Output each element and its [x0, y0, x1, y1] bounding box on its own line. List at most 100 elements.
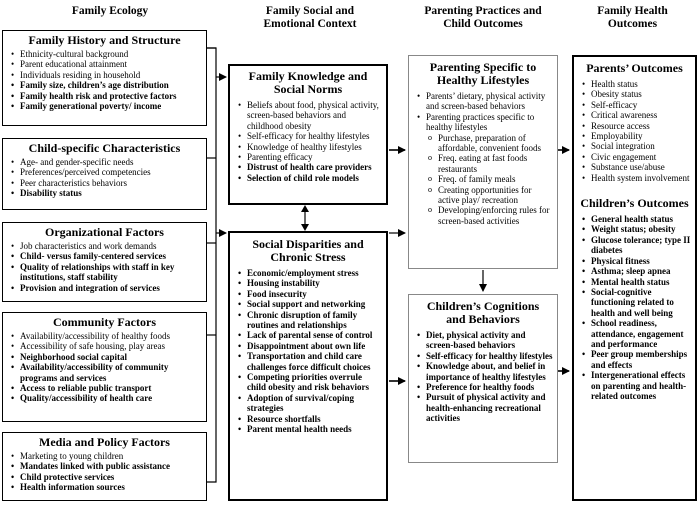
sub-list-item: Creating opportunities for active play/ …	[428, 185, 553, 206]
list-item: Selection of child role models	[238, 173, 382, 184]
list-item: Intergenerational effects on parenting a…	[582, 370, 691, 401]
list-item: Quality/accessibility of health care	[11, 393, 202, 404]
child-specific-title: Child-specific Characteristics	[28, 141, 181, 155]
list-item: Self-efficacy for healthy lifestyles	[238, 131, 382, 142]
list-item: Parent mental health needs	[238, 424, 382, 435]
list-item: Diet, physical activity and screen-based…	[417, 330, 553, 351]
organizational-box: Organizational Factors Job characteristi…	[2, 222, 207, 302]
list-item: Family size, children’s age distribution	[11, 80, 202, 91]
list-item: Distrust of health care providers	[238, 162, 382, 173]
list-item: Social integration	[582, 141, 691, 152]
list-item: Provision and integration of services	[11, 283, 202, 294]
list-item: Housing instability	[238, 278, 382, 289]
list-item: Preferences/perceived competencies	[11, 167, 202, 178]
family-knowledge-title-line2: Social Norms	[273, 82, 343, 96]
community-title: Community Factors	[53, 315, 156, 329]
list-item: Self-efficacy	[582, 100, 691, 111]
list-item: Disappointment about own life	[238, 341, 382, 352]
media-policy-list: Marketing to young childrenMandates link…	[7, 451, 202, 493]
list-item: Job characteristics and work demands	[11, 241, 202, 252]
list-item: Economic/employment stress	[238, 268, 382, 279]
list-item: Social support and networking	[238, 299, 382, 310]
header-parenting-practices-line1: Parenting Practices and	[424, 5, 542, 17]
list-item: Family generational poverty/ income	[11, 101, 202, 112]
list-item: Peer characteristics behaviors	[11, 178, 202, 189]
list-item: Knowledge about, and belief in importanc…	[417, 361, 553, 382]
parenting-lifestyles-title-line2: Healthy Lifestyles	[436, 73, 530, 87]
list-item: Adoption of survival/coping strategies	[238, 393, 382, 414]
family-history-list: Ethnicity-cultural backgroundParent educ…	[7, 49, 202, 112]
list-item: Age- and gender-specific needs	[11, 157, 202, 168]
children-cognitions-list: Diet, physical activity and screen-based…	[413, 330, 553, 424]
list-item: Neighborhood social capital	[11, 352, 202, 363]
social-disparities-list: Economic/employment stressHousing instab…	[234, 268, 382, 435]
list-item: General health status	[582, 214, 691, 225]
list-item: Civic engagement	[582, 152, 691, 163]
child-specific-box: Child-specific Characteristics Age- and …	[2, 138, 207, 210]
left-bracket-line	[207, 47, 217, 483]
social-disparities-title-line2: Chronic Stress	[270, 250, 346, 264]
list-item: Preference for healthy foods	[417, 382, 553, 393]
list-item: Accessibility of safe housing, play area…	[11, 341, 202, 352]
header-family-ecology: Family Ecology	[30, 5, 190, 18]
family-history-title: Family History and Structure	[28, 33, 181, 47]
list-item: Transportation and child care challenges…	[238, 351, 382, 372]
header-family-ecology-text: Family Ecology	[71, 5, 149, 17]
family-knowledge-box: Family Knowledge and Social Norms Belief…	[228, 64, 388, 205]
children-cognitions-title-line2: and Behaviors	[446, 312, 520, 326]
list-item: Mental health status	[582, 277, 691, 288]
list-item: Access to reliable public transport	[11, 383, 202, 394]
header-family-health-line1: Family Health	[597, 5, 668, 17]
social-disparities-box: Social Disparities and Chronic Stress Ec…	[228, 231, 388, 501]
header-parenting-practices: Parenting Practices and Child Outcomes	[403, 5, 563, 31]
social-disparities-title-line1: Social Disparities and	[252, 237, 364, 251]
sub-list-item: Developing/enforcing rules for screen-ba…	[428, 205, 553, 226]
parenting-lifestyles-title-line1: Parenting Specific to	[429, 60, 537, 74]
list-item: Critical awareness	[582, 110, 691, 121]
list-item: Individuals residing in household	[11, 70, 202, 81]
family-knowledge-list: Beliefs about food, physical activity, s…	[234, 100, 382, 184]
list-item: Child- versus family-centered services	[11, 251, 202, 262]
header-family-health-line2: Outcomes	[607, 18, 658, 30]
list-item: Substance use/abuse	[582, 162, 691, 173]
list-item: Resource shortfalls	[238, 414, 382, 425]
list-item: Physical fitness	[582, 256, 691, 267]
family-health-outcomes-box: Parents’ Outcomes Health statusObesity s…	[572, 55, 697, 501]
list-item: Child protective services	[11, 472, 202, 483]
arrowhead-up	[301, 205, 309, 212]
parenting-lifestyles-list: Parents’ dietary, physical activity and …	[413, 91, 553, 133]
parents-outcomes-list: Health statusObesity statusSelf-efficacy…	[578, 79, 691, 183]
parenting-item-practices: Parenting practices specific to healthy …	[417, 112, 553, 133]
list-item: Disability status	[11, 188, 202, 199]
list-item: Family health risk and protective factor…	[11, 91, 202, 102]
list-item: Parent educational attainment	[11, 59, 202, 70]
list-item: Social-cognitive functioning related to …	[582, 287, 691, 318]
list-item: Self-efficacy for healthy lifestyles	[417, 351, 553, 362]
list-item: Resource access	[582, 121, 691, 132]
list-item: Beliefs about food, physical activity, s…	[238, 100, 382, 131]
parenting-sublist: Purchase, preparation of affordable, con…	[426, 133, 553, 227]
organizational-title: Organizational Factors	[45, 225, 164, 239]
list-item: Peer group memberships and effects	[582, 349, 691, 370]
list-item: Employability	[582, 131, 691, 142]
community-list: Availability/accessibility of healthy fo…	[7, 331, 202, 404]
list-item: Chronic disruption of family routines an…	[238, 310, 382, 331]
sub-list-item: Purchase, preparation of affordable, con…	[428, 133, 553, 154]
list-item: Knowledge of healthy lifestyles	[238, 142, 382, 153]
list-item: Competing priorities overrule child obes…	[238, 372, 382, 393]
list-item: Health system involvement	[582, 173, 691, 184]
children-cognitions-box: Children’s Cognitions and Behaviors Diet…	[408, 294, 558, 463]
header-social-emotional: Family Social and Emotional Context	[225, 5, 395, 31]
header-family-health: Family Health Outcomes	[570, 5, 695, 31]
list-item: Parenting efficacy	[238, 152, 382, 163]
list-item: Weight status; obesity	[582, 224, 691, 235]
list-item: Pursuit of physical activity and health-…	[417, 392, 553, 423]
list-item: Ethnicity-cultural background	[11, 49, 202, 60]
header-social-emotional-line2: Emotional Context	[263, 18, 357, 30]
list-item: Availability/accessibility of community …	[11, 362, 202, 383]
list-item: Availability/accessibility of healthy fo…	[11, 331, 202, 342]
parenting-lifestyles-box: Parenting Specific to Healthy Lifestyles…	[408, 55, 558, 269]
header-parenting-practices-line2: Child Outcomes	[443, 18, 523, 30]
family-history-box: Family History and Structure Ethnicity-c…	[2, 30, 207, 126]
